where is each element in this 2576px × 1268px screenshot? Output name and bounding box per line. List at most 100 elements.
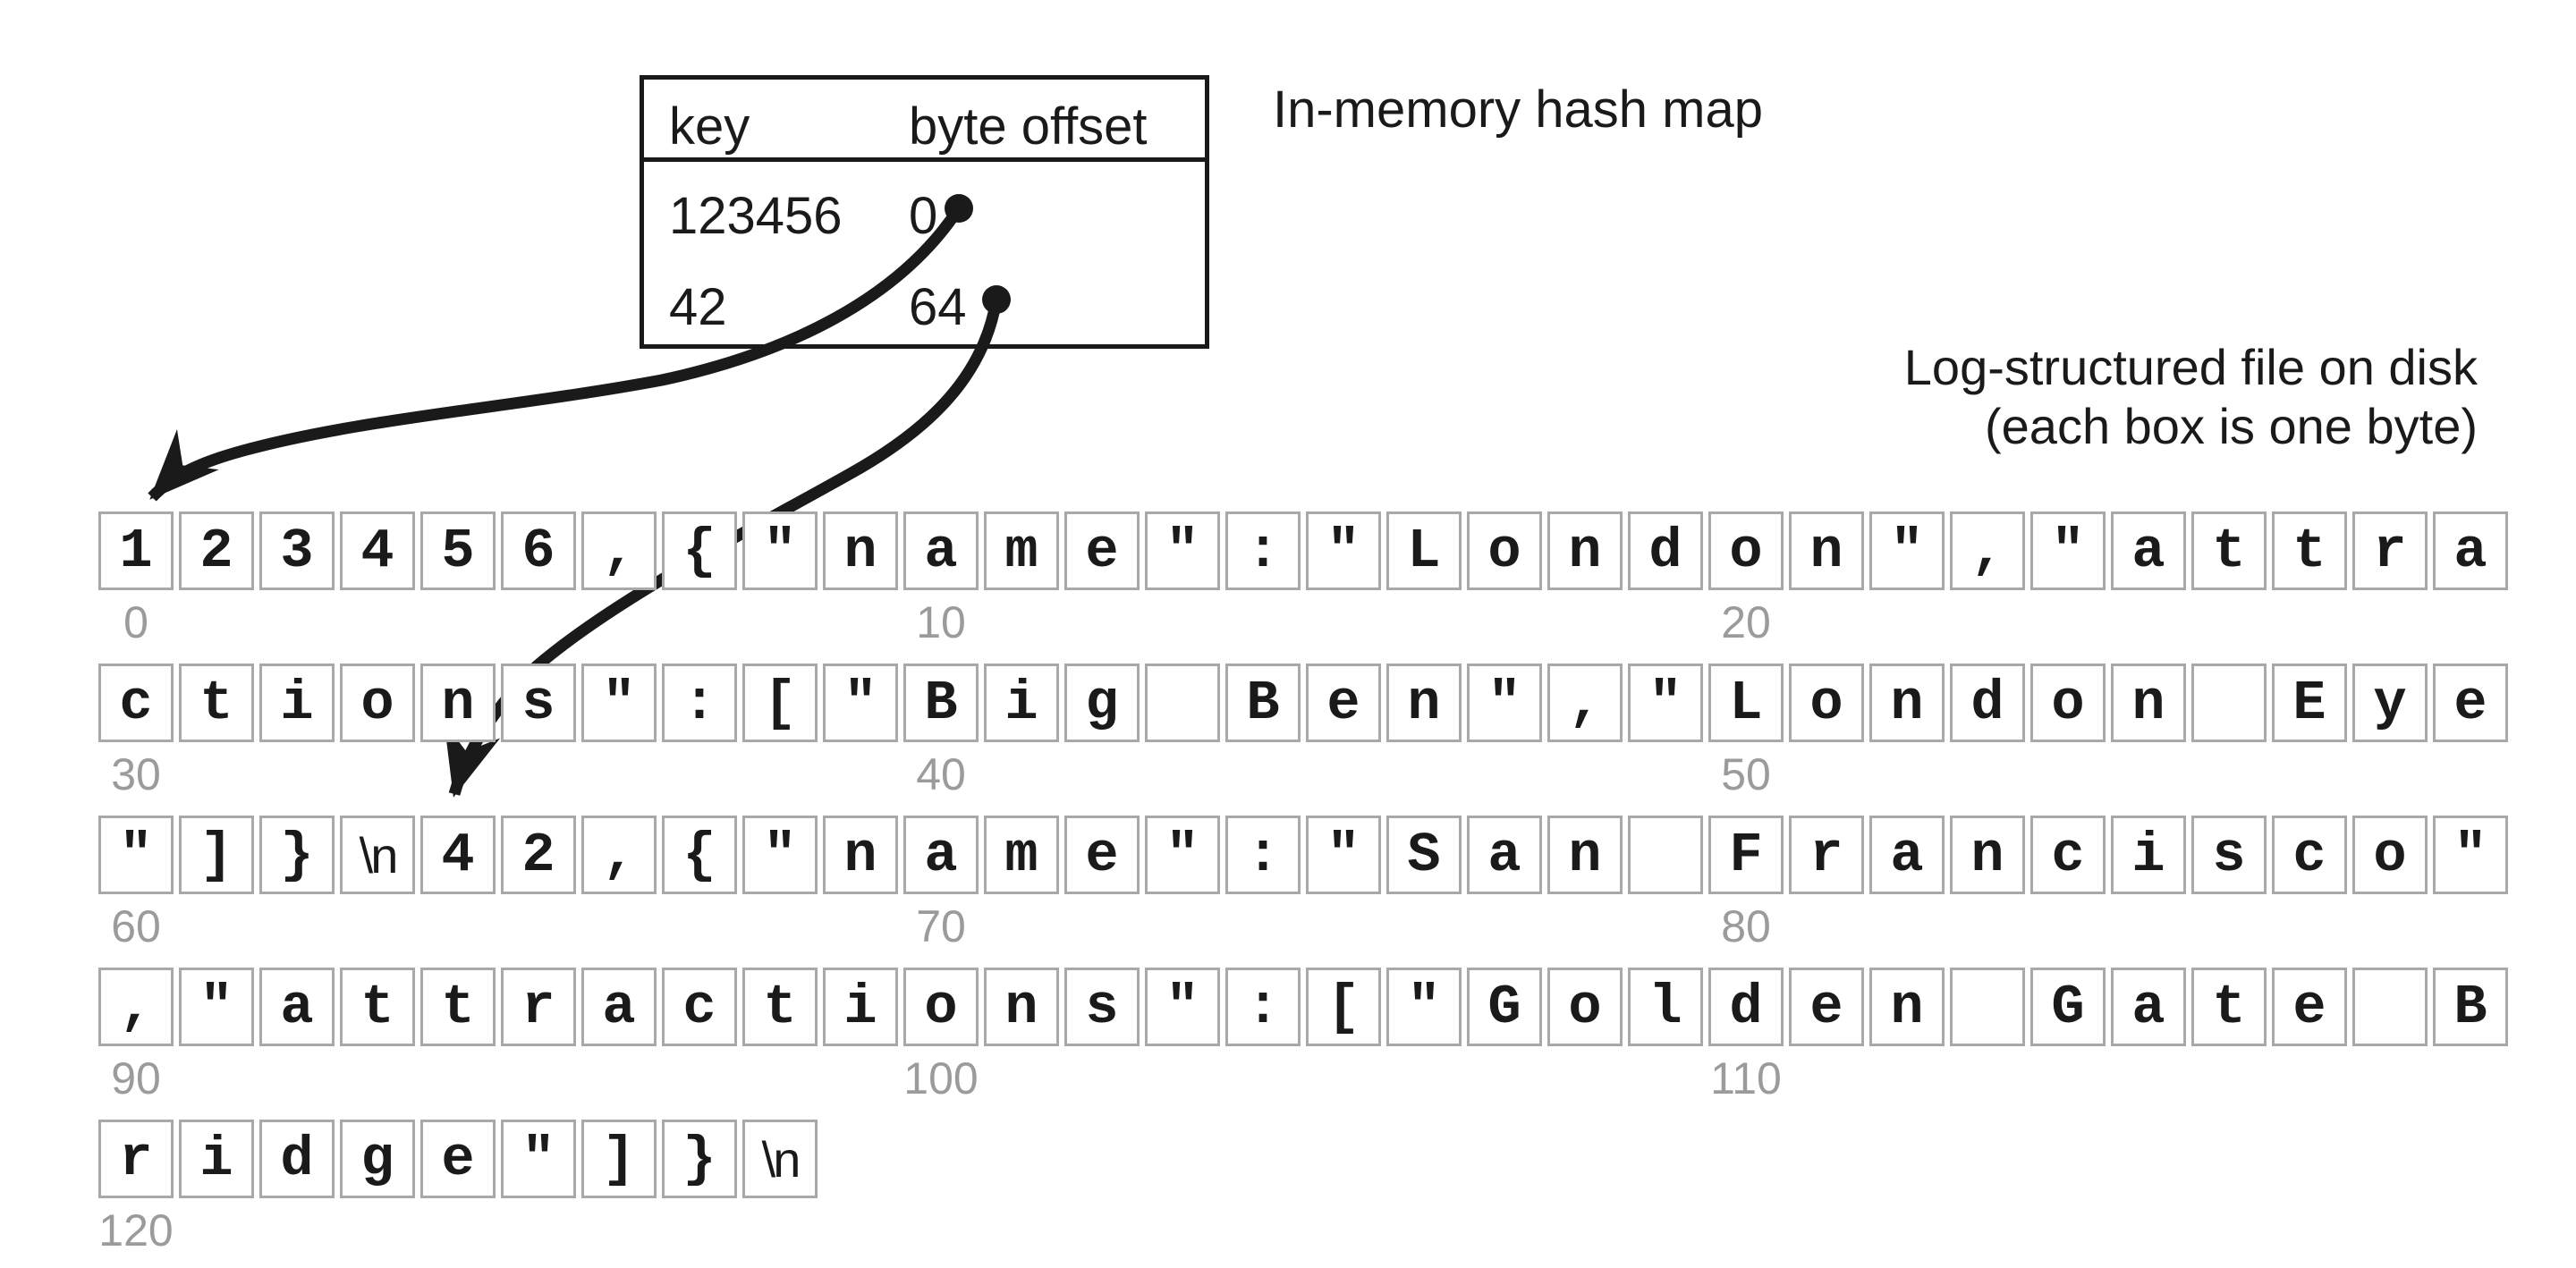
byte-box: " [179, 968, 254, 1046]
byte-box: a [2433, 511, 2508, 590]
byte-box: " [1386, 968, 1462, 1046]
byte-box: y [2352, 664, 2428, 742]
byte-box: s [1064, 968, 1140, 1046]
hashmap-column-header-byte-offset: byte offset [909, 97, 1148, 156]
byte-box: a [581, 968, 657, 1046]
byte-box-space [1628, 816, 1703, 894]
byte-box: t [179, 664, 254, 742]
byte-box: " [2030, 511, 2106, 590]
byte-box: c [2030, 816, 2106, 894]
byte-box: " [1306, 511, 1381, 590]
byte-offset-label: 0 [123, 597, 148, 647]
byte-box: o [1789, 664, 1864, 742]
byte-box: : [1225, 968, 1301, 1046]
byte-box: o [1547, 968, 1623, 1046]
disk-file-title-line2: (each box is one byte) [1985, 398, 2478, 454]
byte-box: e [2272, 968, 2347, 1046]
byte-box: ] [179, 816, 254, 894]
byte-box: " [501, 1120, 576, 1198]
byte-box-space [2352, 968, 2428, 1046]
byte-box: t [2191, 511, 2267, 590]
byte-box: l [1628, 968, 1703, 1046]
byte-box: n [420, 664, 496, 742]
byte-box: 6 [501, 511, 576, 590]
byte-box: : [1225, 511, 1301, 590]
byte-box: " [1869, 511, 1945, 590]
byte-box: o [2352, 816, 2428, 894]
byte-box: e [1064, 511, 1140, 590]
byte-box: n [1547, 511, 1623, 590]
byte-box: g [1064, 664, 1140, 742]
byte-box: s [501, 664, 576, 742]
byte-box: r [1789, 816, 1864, 894]
byte-box: e [2433, 664, 2508, 742]
byte-box: { [662, 511, 737, 590]
byte-box: n [823, 511, 898, 590]
byte-box: 2 [501, 816, 576, 894]
byte-box: n [1950, 816, 2025, 894]
byte-box: 3 [259, 511, 335, 590]
byte-box: : [662, 664, 737, 742]
byte-box: G [1467, 968, 1542, 1046]
byte-box: L [1708, 664, 1784, 742]
byte-box: 4 [420, 816, 496, 894]
byte-box: n [1789, 511, 1864, 590]
byte-offset-label: 30 [111, 749, 161, 799]
byte-box: n [1869, 664, 1945, 742]
byte-box: o [1467, 511, 1542, 590]
byte-box: a [2111, 511, 2186, 590]
byte-box: o [1708, 511, 1784, 590]
byte-box: n [984, 968, 1059, 1046]
byte-box: " [98, 816, 174, 894]
byte-box: " [1306, 816, 1381, 894]
byte-box: t [742, 968, 818, 1046]
byte-box: a [2111, 968, 2186, 1046]
byte-box: m [984, 816, 1059, 894]
byte-box: c [662, 968, 737, 1046]
byte-box: n [1386, 664, 1462, 742]
byte-box: 2 [179, 511, 254, 590]
byte-box: L [1386, 511, 1462, 590]
byte-box: s [2191, 816, 2267, 894]
byte-box: " [742, 816, 818, 894]
byte-box: d [1708, 968, 1784, 1046]
byte-box: i [2111, 816, 2186, 894]
byte-box: " [1467, 664, 1542, 742]
byte-box: " [1628, 664, 1703, 742]
byte-box: F [1708, 816, 1784, 894]
byte-box: i [259, 664, 335, 742]
byte-box: } [662, 1120, 737, 1198]
byte-box-newline: \n [742, 1120, 818, 1198]
byte-box: " [1145, 511, 1220, 590]
byte-box: B [903, 664, 979, 742]
byte-box-space [1145, 664, 1220, 742]
byte-box: o [340, 664, 415, 742]
byte-box: r [501, 968, 576, 1046]
byte-box: 4 [340, 511, 415, 590]
byte-box: a [259, 968, 335, 1046]
disk-file-title-line1: Log-structured file on disk [1903, 339, 2478, 395]
byte-box: e [420, 1120, 496, 1198]
byte-offset-label: 50 [1721, 749, 1771, 799]
byte-box: : [1225, 816, 1301, 894]
byte-box: d [259, 1120, 335, 1198]
byte-box: r [98, 1120, 174, 1198]
byte-offset-label: 110 [1710, 1053, 1782, 1103]
byte-box: m [984, 511, 1059, 590]
byte-box-space [1950, 968, 2025, 1046]
byte-box: i [823, 968, 898, 1046]
byte-box: [ [1306, 968, 1381, 1046]
byte-box: t [420, 968, 496, 1046]
hashmap-title: In-memory hash map [1273, 80, 1763, 139]
byte-offset-label: 10 [916, 597, 966, 647]
byte-box: " [2433, 816, 2508, 894]
byte-box: " [823, 664, 898, 742]
disk-file-title: Log-structured file on disk (each box is… [1904, 338, 2478, 456]
byte-offset-label: 90 [111, 1053, 161, 1103]
